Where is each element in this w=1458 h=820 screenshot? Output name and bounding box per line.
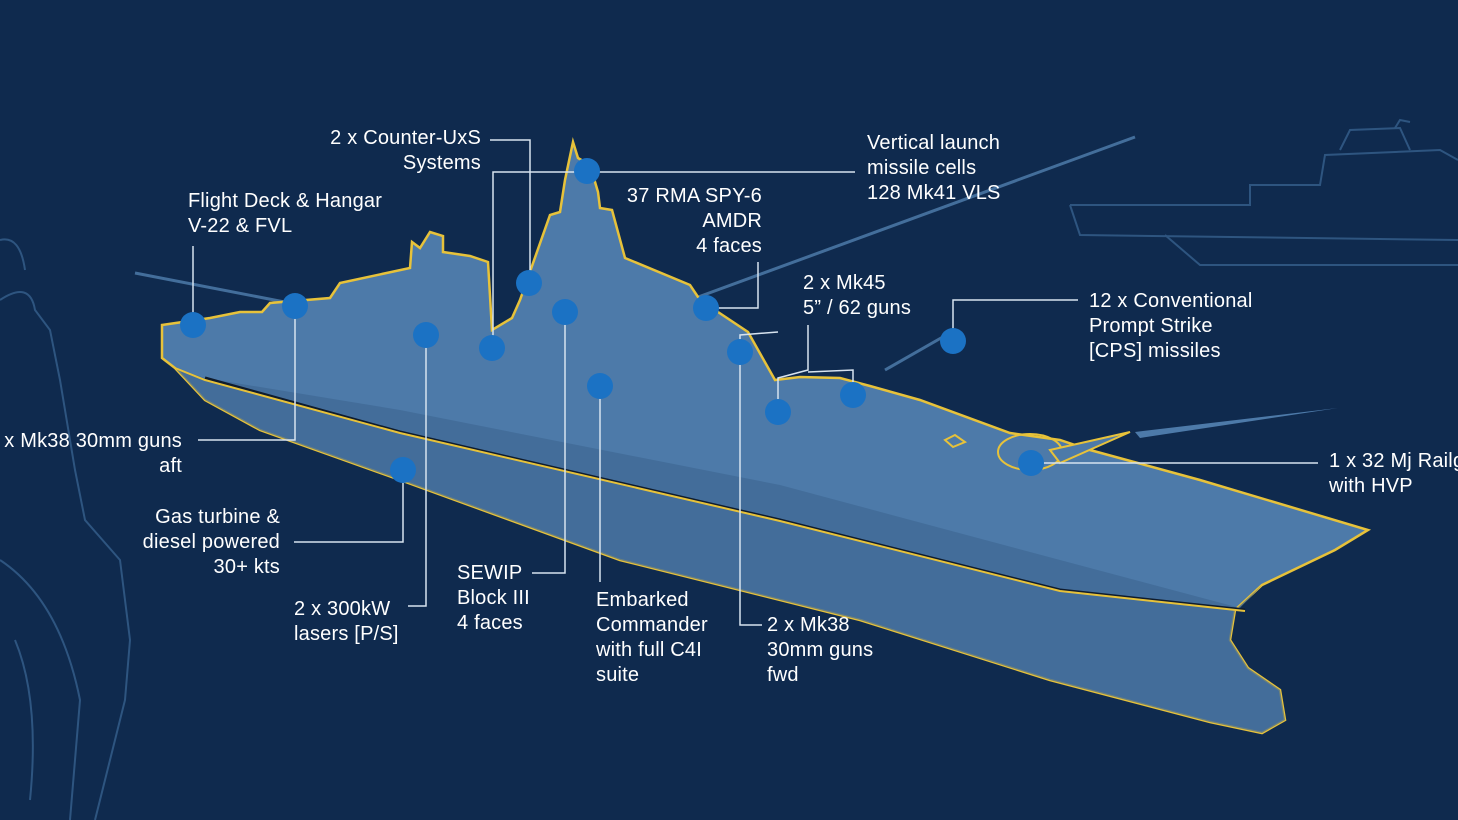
marker-cps xyxy=(940,328,966,354)
marker-mk45-aft xyxy=(765,399,791,425)
label-vls: Vertical launch missile cells 128 Mk41 V… xyxy=(867,132,1001,204)
marker-spy6-face xyxy=(693,295,719,321)
marker-mk38-fwd xyxy=(727,339,753,365)
marker-spy6-mast xyxy=(574,158,600,184)
marker-counter-uxs-fwd xyxy=(516,270,542,296)
label-embarked: Embarked Commander with full C4I suite xyxy=(596,589,708,686)
marker-flight-deck xyxy=(180,312,206,338)
label-railgun: 1 x 32 Mj Railg with HVP xyxy=(1329,450,1458,497)
marker-mk45-fwd xyxy=(840,382,866,408)
label-mk45: 2 x Mk45 5” / 62 guns xyxy=(803,272,912,319)
label-spy6: 37 RMA SPY-6 AMDR 4 faces xyxy=(626,185,762,257)
marker-counter-uxs-aft xyxy=(479,335,505,361)
marker-lasers xyxy=(413,322,439,348)
label-mk38-aft: x Mk38 30mm guns aft xyxy=(4,430,182,477)
label-gas-turbine: Gas turbine & diesel powered 30+ kts xyxy=(142,506,280,578)
marker-embarked xyxy=(587,373,613,399)
label-cps: 12 x Conventional Prompt Strike [CPS] mi… xyxy=(1089,290,1253,362)
marker-mk38-aft xyxy=(282,293,308,319)
label-mk38-fwd: 2 x Mk38 30mm guns fwd xyxy=(767,614,874,686)
marker-railgun xyxy=(1018,450,1044,476)
marker-gas-turbine xyxy=(390,457,416,483)
callout-markers xyxy=(180,158,1044,483)
ghost-ship-right xyxy=(1069,118,1458,266)
label-counter-uxs: 2 x Counter-UxS Systems xyxy=(330,127,481,174)
label-flight-deck: Flight Deck & Hangar V-22 & FVL xyxy=(188,190,383,237)
marker-sewip xyxy=(552,299,578,325)
ghost-ship-left xyxy=(0,238,132,820)
label-lasers: 2 x 300kW lasers [P/S] xyxy=(294,598,399,645)
label-sewip: SEWIP Block III 4 faces xyxy=(457,562,530,634)
